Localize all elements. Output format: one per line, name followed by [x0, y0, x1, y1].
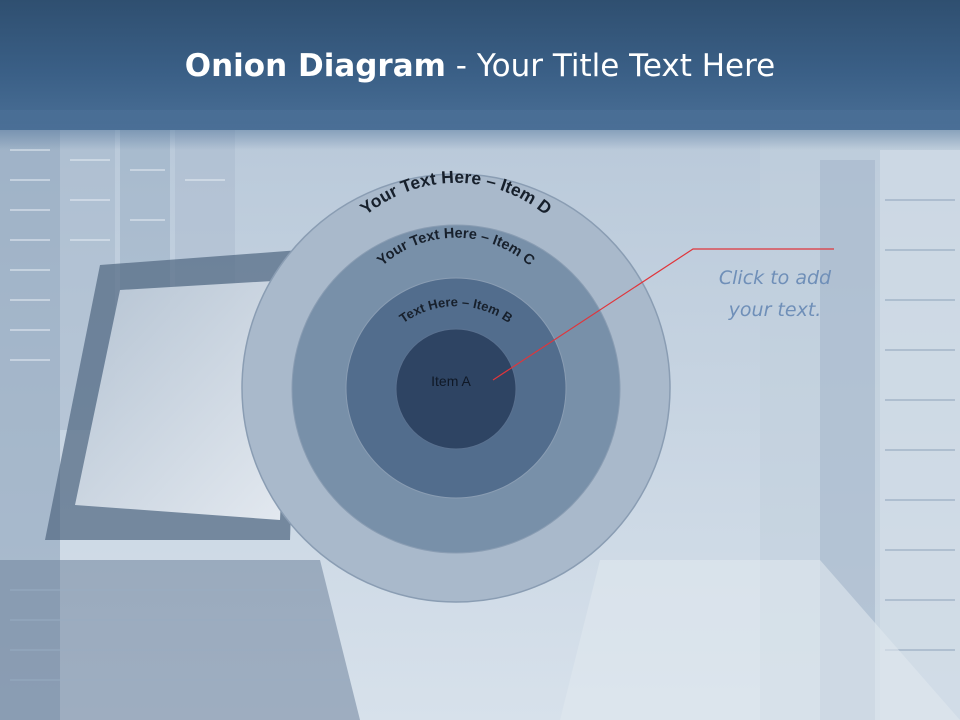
title-bar — [0, 0, 960, 130]
title-bar-fade — [0, 110, 960, 150]
layer-a-core[interactable] — [395, 328, 517, 450]
callout-text[interactable]: Click to add your text. — [690, 262, 860, 326]
callout-line-2: your text. — [728, 299, 822, 321]
slide-title-rest: - Your Title Text Here — [445, 48, 776, 84]
layer-a-label: Item A — [431, 373, 471, 389]
callout-line — [492, 248, 834, 381]
callout-line-1: Click to add — [718, 267, 832, 289]
slide-title[interactable]: Onion Diagram - Your Title Text Here — [0, 46, 960, 86]
slide-title-bold: Onion Diagram — [184, 48, 446, 84]
